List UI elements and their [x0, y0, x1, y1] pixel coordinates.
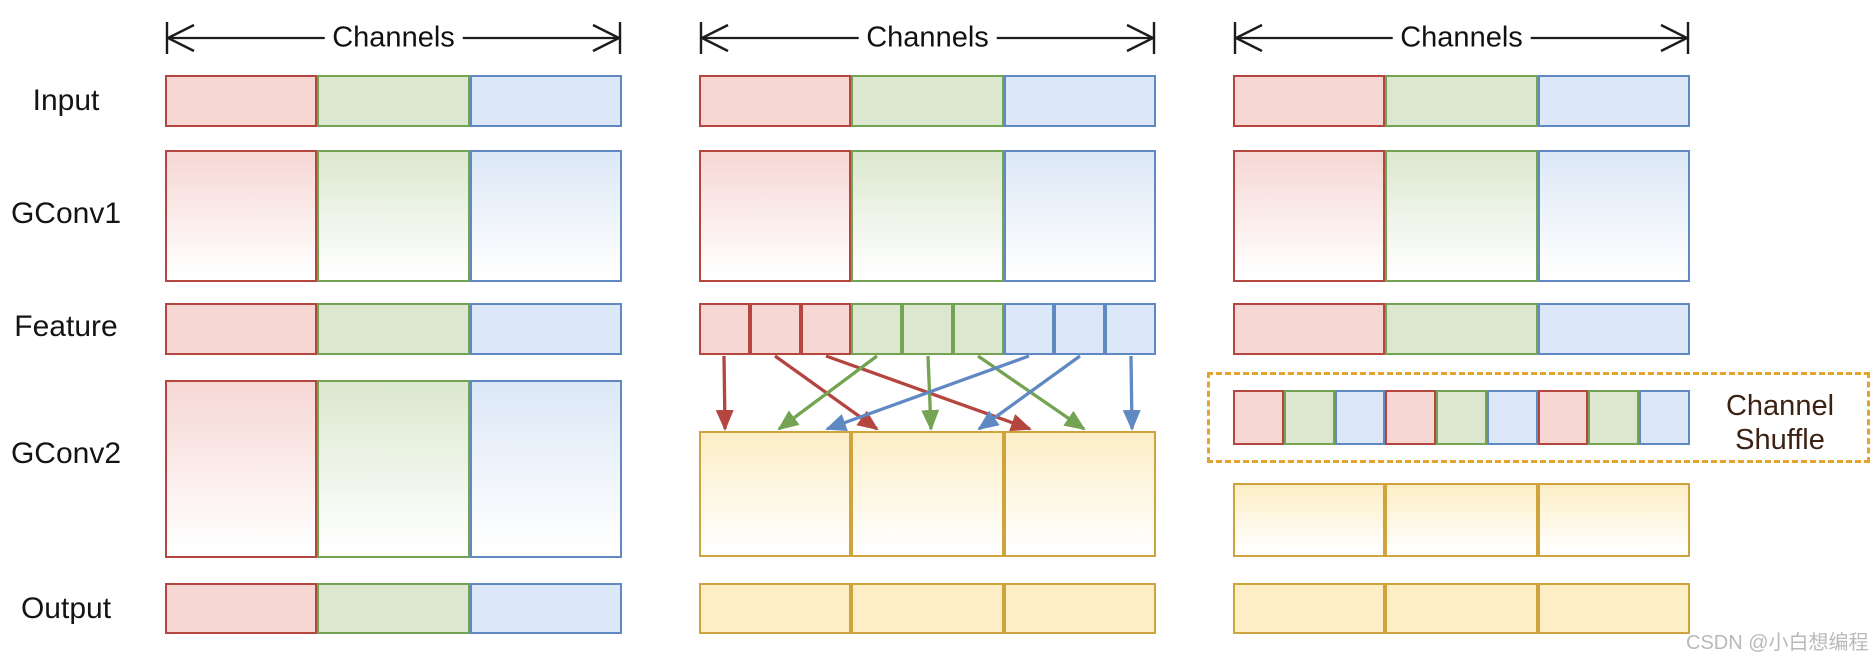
row-label-gconv1: GConv1: [10, 197, 122, 230]
row-gconv1-seg-green: [1385, 150, 1538, 282]
row-gconv2-seg-yellow: [1385, 483, 1538, 557]
row-output-seg-green: [317, 583, 470, 634]
row-input-seg-blue: [1004, 75, 1156, 127]
row-output-seg-yellow: [1538, 583, 1690, 634]
row-feature-seg-green: [902, 303, 953, 355]
row-input-seg-red: [165, 75, 317, 127]
row-input-seg-blue: [1538, 75, 1690, 127]
row-gconv2: [699, 431, 1156, 557]
row-label-gconv2: GConv2: [10, 437, 122, 470]
row-input-seg-green: [317, 75, 470, 127]
row-output-seg-red: [165, 583, 317, 634]
row-gconv1-seg-red: [165, 150, 317, 282]
row-input: [165, 75, 622, 127]
row-output: [699, 583, 1156, 634]
row-gconv1-seg-red: [1233, 150, 1385, 282]
channel-shuffle-bar-seg-red: [1385, 390, 1436, 445]
channel-shuffle-box: Channel Shuffle: [1207, 372, 1870, 463]
panel-group-conv-channel-shuffle: Channels: [1233, 0, 1690, 655]
row-feature-seg-blue: [470, 303, 622, 355]
row-feature-seg-blue: [1105, 303, 1156, 355]
row-feature-seg-red: [801, 303, 851, 355]
row-feature: [1233, 303, 1690, 355]
row-gconv1-seg-red: [699, 150, 851, 282]
row-gconv1-seg-blue: [1538, 150, 1690, 282]
row-input: [699, 75, 1156, 127]
channel-shuffle-label: Channel Shuffle: [1695, 389, 1865, 457]
channel-shuffle-bar-seg-blue: [1335, 390, 1385, 445]
row-feature: [699, 303, 1156, 355]
channels-arrow-label: Channels: [324, 21, 463, 55]
row-output-seg-yellow: [1004, 583, 1156, 634]
shuffle-arrow-blue: [977, 354, 1081, 431]
row-gconv2: [165, 380, 622, 558]
row-gconv2-seg-yellow: [699, 431, 851, 557]
row-gconv2-seg-yellow: [851, 431, 1004, 557]
channel-shuffle-bar-seg-green: [1436, 390, 1487, 445]
channel-shuffle-label-line1: Channel: [1725, 390, 1835, 422]
row-output-seg-yellow: [851, 583, 1004, 634]
watermark-text: CSDN @小白想编程: [1686, 632, 1869, 654]
row-input-seg-red: [699, 75, 851, 127]
row-output: [165, 583, 622, 634]
row-gconv2-seg-yellow: [1004, 431, 1156, 557]
row-gconv2: [1233, 483, 1690, 557]
row-feature: [165, 303, 622, 355]
row-input-seg-green: [1385, 75, 1538, 127]
row-feature-seg-blue: [1538, 303, 1690, 355]
row-label-feature: Feature: [14, 310, 118, 343]
row-output-seg-yellow: [699, 583, 851, 634]
row-gconv1: [699, 150, 1156, 282]
row-feature-seg-blue: [1004, 303, 1054, 355]
row-output: [1233, 583, 1690, 634]
row-feature-seg-green: [1385, 303, 1538, 355]
row-input-seg-green: [851, 75, 1004, 127]
row-feature-seg-blue: [1054, 303, 1105, 355]
row-feature-seg-red: [750, 303, 801, 355]
channel-shuffle-bar-seg-blue: [1639, 390, 1690, 445]
shuffle-arrow-red: [715, 355, 734, 431]
row-gconv1: [1233, 150, 1690, 282]
channel-shuffle-bar-seg-red: [1233, 390, 1284, 445]
channels-arrow-label: Channels: [1392, 21, 1531, 55]
channel-shuffle-bar-seg-green: [1284, 390, 1335, 445]
channel-shuffle-label-line2: Shuffle: [1735, 424, 1825, 456]
row-gconv2-seg-yellow: [1538, 483, 1690, 557]
channel-shuffle-bar-seg-red: [1538, 390, 1588, 445]
row-feature-seg-red: [1233, 303, 1385, 355]
row-output-seg-yellow: [1233, 583, 1385, 634]
shuffle-arrow-blue: [1122, 355, 1141, 431]
channel-shuffle-bar: [1233, 390, 1690, 445]
row-gconv1-seg-green: [317, 150, 470, 282]
row-gconv1: [165, 150, 622, 282]
row-gconv2-seg-green: [317, 380, 470, 558]
shuffle-arrow-blue: [825, 354, 1030, 432]
row-feature-seg-red: [699, 303, 750, 355]
row-gconv2-seg-red: [165, 380, 317, 558]
channels-arrow-label: Channels: [858, 21, 997, 55]
panel-group-conv-no-shuffle: Channels: [165, 0, 622, 655]
row-output-seg-yellow: [1385, 583, 1538, 634]
channel-shuffle-bar-seg-green: [1588, 390, 1639, 445]
row-gconv1-seg-blue: [1004, 150, 1156, 282]
row-label-input: Input: [32, 84, 100, 117]
row-input-seg-red: [1233, 75, 1385, 127]
row-feature-seg-green: [953, 303, 1004, 355]
row-gconv2-seg-yellow: [1233, 483, 1385, 557]
panel-group-conv-crossed-arrows: Channels: [699, 0, 1156, 655]
row-feature-seg-green: [317, 303, 470, 355]
row-output-seg-blue: [470, 583, 622, 634]
row-gconv2-seg-blue: [470, 380, 622, 558]
shuffle-arrow-green: [777, 354, 878, 431]
row-feature-seg-red: [165, 303, 317, 355]
row-feature-seg-green: [851, 303, 902, 355]
row-input: [1233, 75, 1690, 127]
row-input-seg-blue: [470, 75, 622, 127]
row-gconv1-seg-blue: [470, 150, 622, 282]
channel-shuffle-bar-seg-blue: [1487, 390, 1538, 445]
row-gconv1-seg-green: [851, 150, 1004, 282]
row-label-output: Output: [20, 592, 112, 625]
